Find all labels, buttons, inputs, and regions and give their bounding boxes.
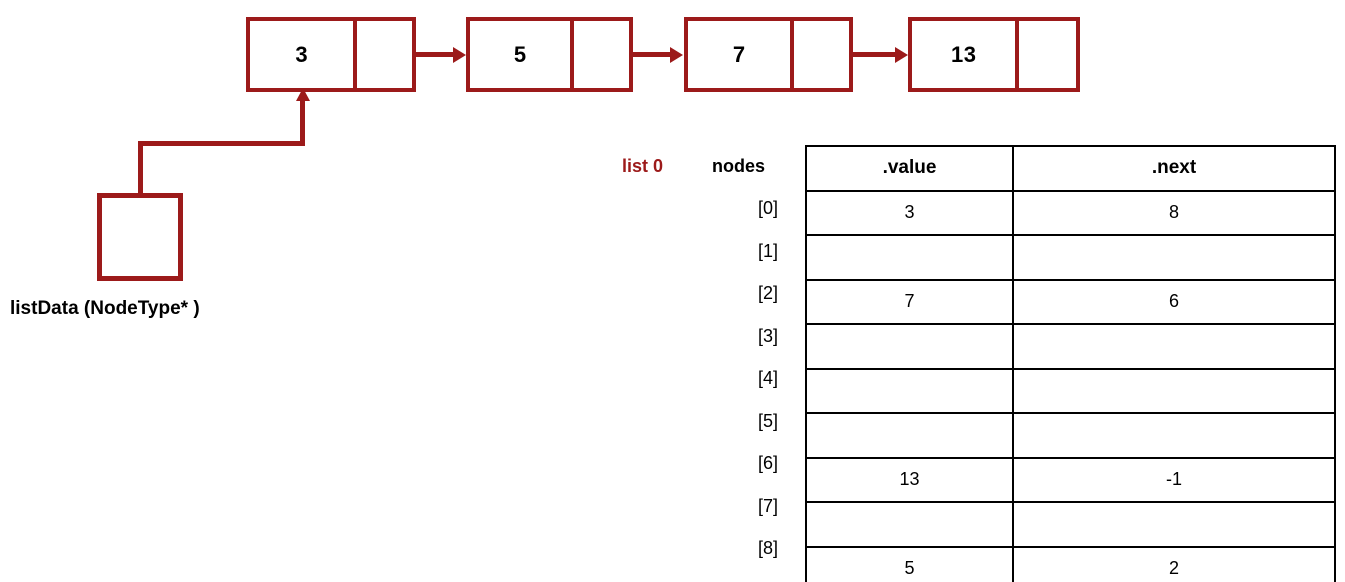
node-link-arrow-1-shaft — [633, 52, 673, 57]
node-link-arrow-2-head — [895, 46, 908, 63]
cell-value-1 — [805, 234, 1014, 281]
node-link-arrow-2-shaft — [853, 52, 898, 57]
list-node-2: 7 — [684, 17, 853, 92]
table-row — [805, 323, 1336, 370]
list-node-3-next — [1015, 21, 1076, 88]
listdata-connector-horizontal — [138, 141, 305, 146]
index-label-8: [8] — [757, 538, 778, 559]
table-row: 5 2 — [805, 545, 1336, 582]
cell-value-3 — [805, 323, 1014, 370]
index-label-2: [2] — [757, 283, 778, 304]
table-row — [805, 367, 1336, 414]
cell-value-6: 13 — [805, 456, 1014, 503]
list-node-2-next — [790, 21, 849, 88]
cell-next-8: 2 — [1012, 545, 1336, 582]
index-label-1: [1] — [757, 240, 778, 261]
nodes-tag-label: nodes — [712, 156, 766, 176]
listdata-label: listData (NodeType* ) — [10, 298, 200, 319]
index-label-0: [0] — [757, 198, 778, 219]
table-row: 3 8 — [805, 189, 1336, 236]
node-link-arrow-1-head — [670, 46, 683, 63]
nodes-array-table: .value .next 3 8 7 6 — [805, 145, 1336, 582]
list-node-3-value: 13 — [950, 41, 977, 67]
list-node-3: 13 — [908, 17, 1080, 92]
cell-next-5 — [1012, 412, 1336, 459]
cell-value-4 — [805, 367, 1014, 414]
table-row — [805, 501, 1336, 548]
column-header-next: .next — [1012, 145, 1336, 192]
cell-next-0: 8 — [1012, 189, 1336, 236]
listdata-pointer-box — [97, 193, 183, 281]
cell-next-4 — [1012, 367, 1336, 414]
list-node-1: 5 — [466, 17, 633, 92]
list-node-0-value: 3 — [295, 41, 309, 67]
column-header-value: .value — [805, 145, 1014, 192]
cell-value-2: 7 — [805, 278, 1014, 325]
listdata-arrow-head-icon — [295, 88, 310, 101]
cell-value-5 — [805, 412, 1014, 459]
table-row: 7 6 — [805, 278, 1336, 325]
cell-next-2: 6 — [1012, 278, 1336, 325]
index-label-5: [5] — [757, 410, 778, 431]
cell-next-3 — [1012, 323, 1336, 370]
list-node-0: 3 — [246, 17, 416, 92]
table-row: 13 -1 — [805, 456, 1336, 503]
list-tag-label: list 0 — [622, 156, 664, 176]
cell-value-7 — [805, 501, 1014, 548]
index-label-3: [3] — [757, 325, 778, 346]
index-label-4: [4] — [757, 368, 778, 389]
list-node-1-value: 5 — [513, 41, 527, 67]
index-column: [0] [1] [2] [3] [4] [5] [6] [7] [8] — [690, 145, 778, 570]
cell-next-7 — [1012, 501, 1336, 548]
list-node-1-next — [570, 21, 629, 88]
table-header-row: .value .next — [805, 145, 1336, 192]
index-label-7: [7] — [757, 495, 778, 516]
table-row — [805, 412, 1336, 459]
cell-value-0: 3 — [805, 189, 1014, 236]
node-link-arrow-0-head — [453, 46, 466, 63]
cell-next-6: -1 — [1012, 456, 1336, 503]
listdata-connector-vertical-upper — [300, 99, 305, 145]
index-label-6: [6] — [757, 453, 778, 474]
node-link-arrow-0-shaft — [416, 52, 456, 57]
listdata-connector-vertical-lower — [138, 141, 143, 195]
index-header-spacer — [690, 145, 778, 188]
cell-next-1 — [1012, 234, 1336, 281]
list-node-0-next — [353, 21, 412, 88]
table-row — [805, 234, 1336, 281]
cell-value-8: 5 — [805, 545, 1014, 582]
list-node-2-value: 7 — [732, 41, 746, 67]
